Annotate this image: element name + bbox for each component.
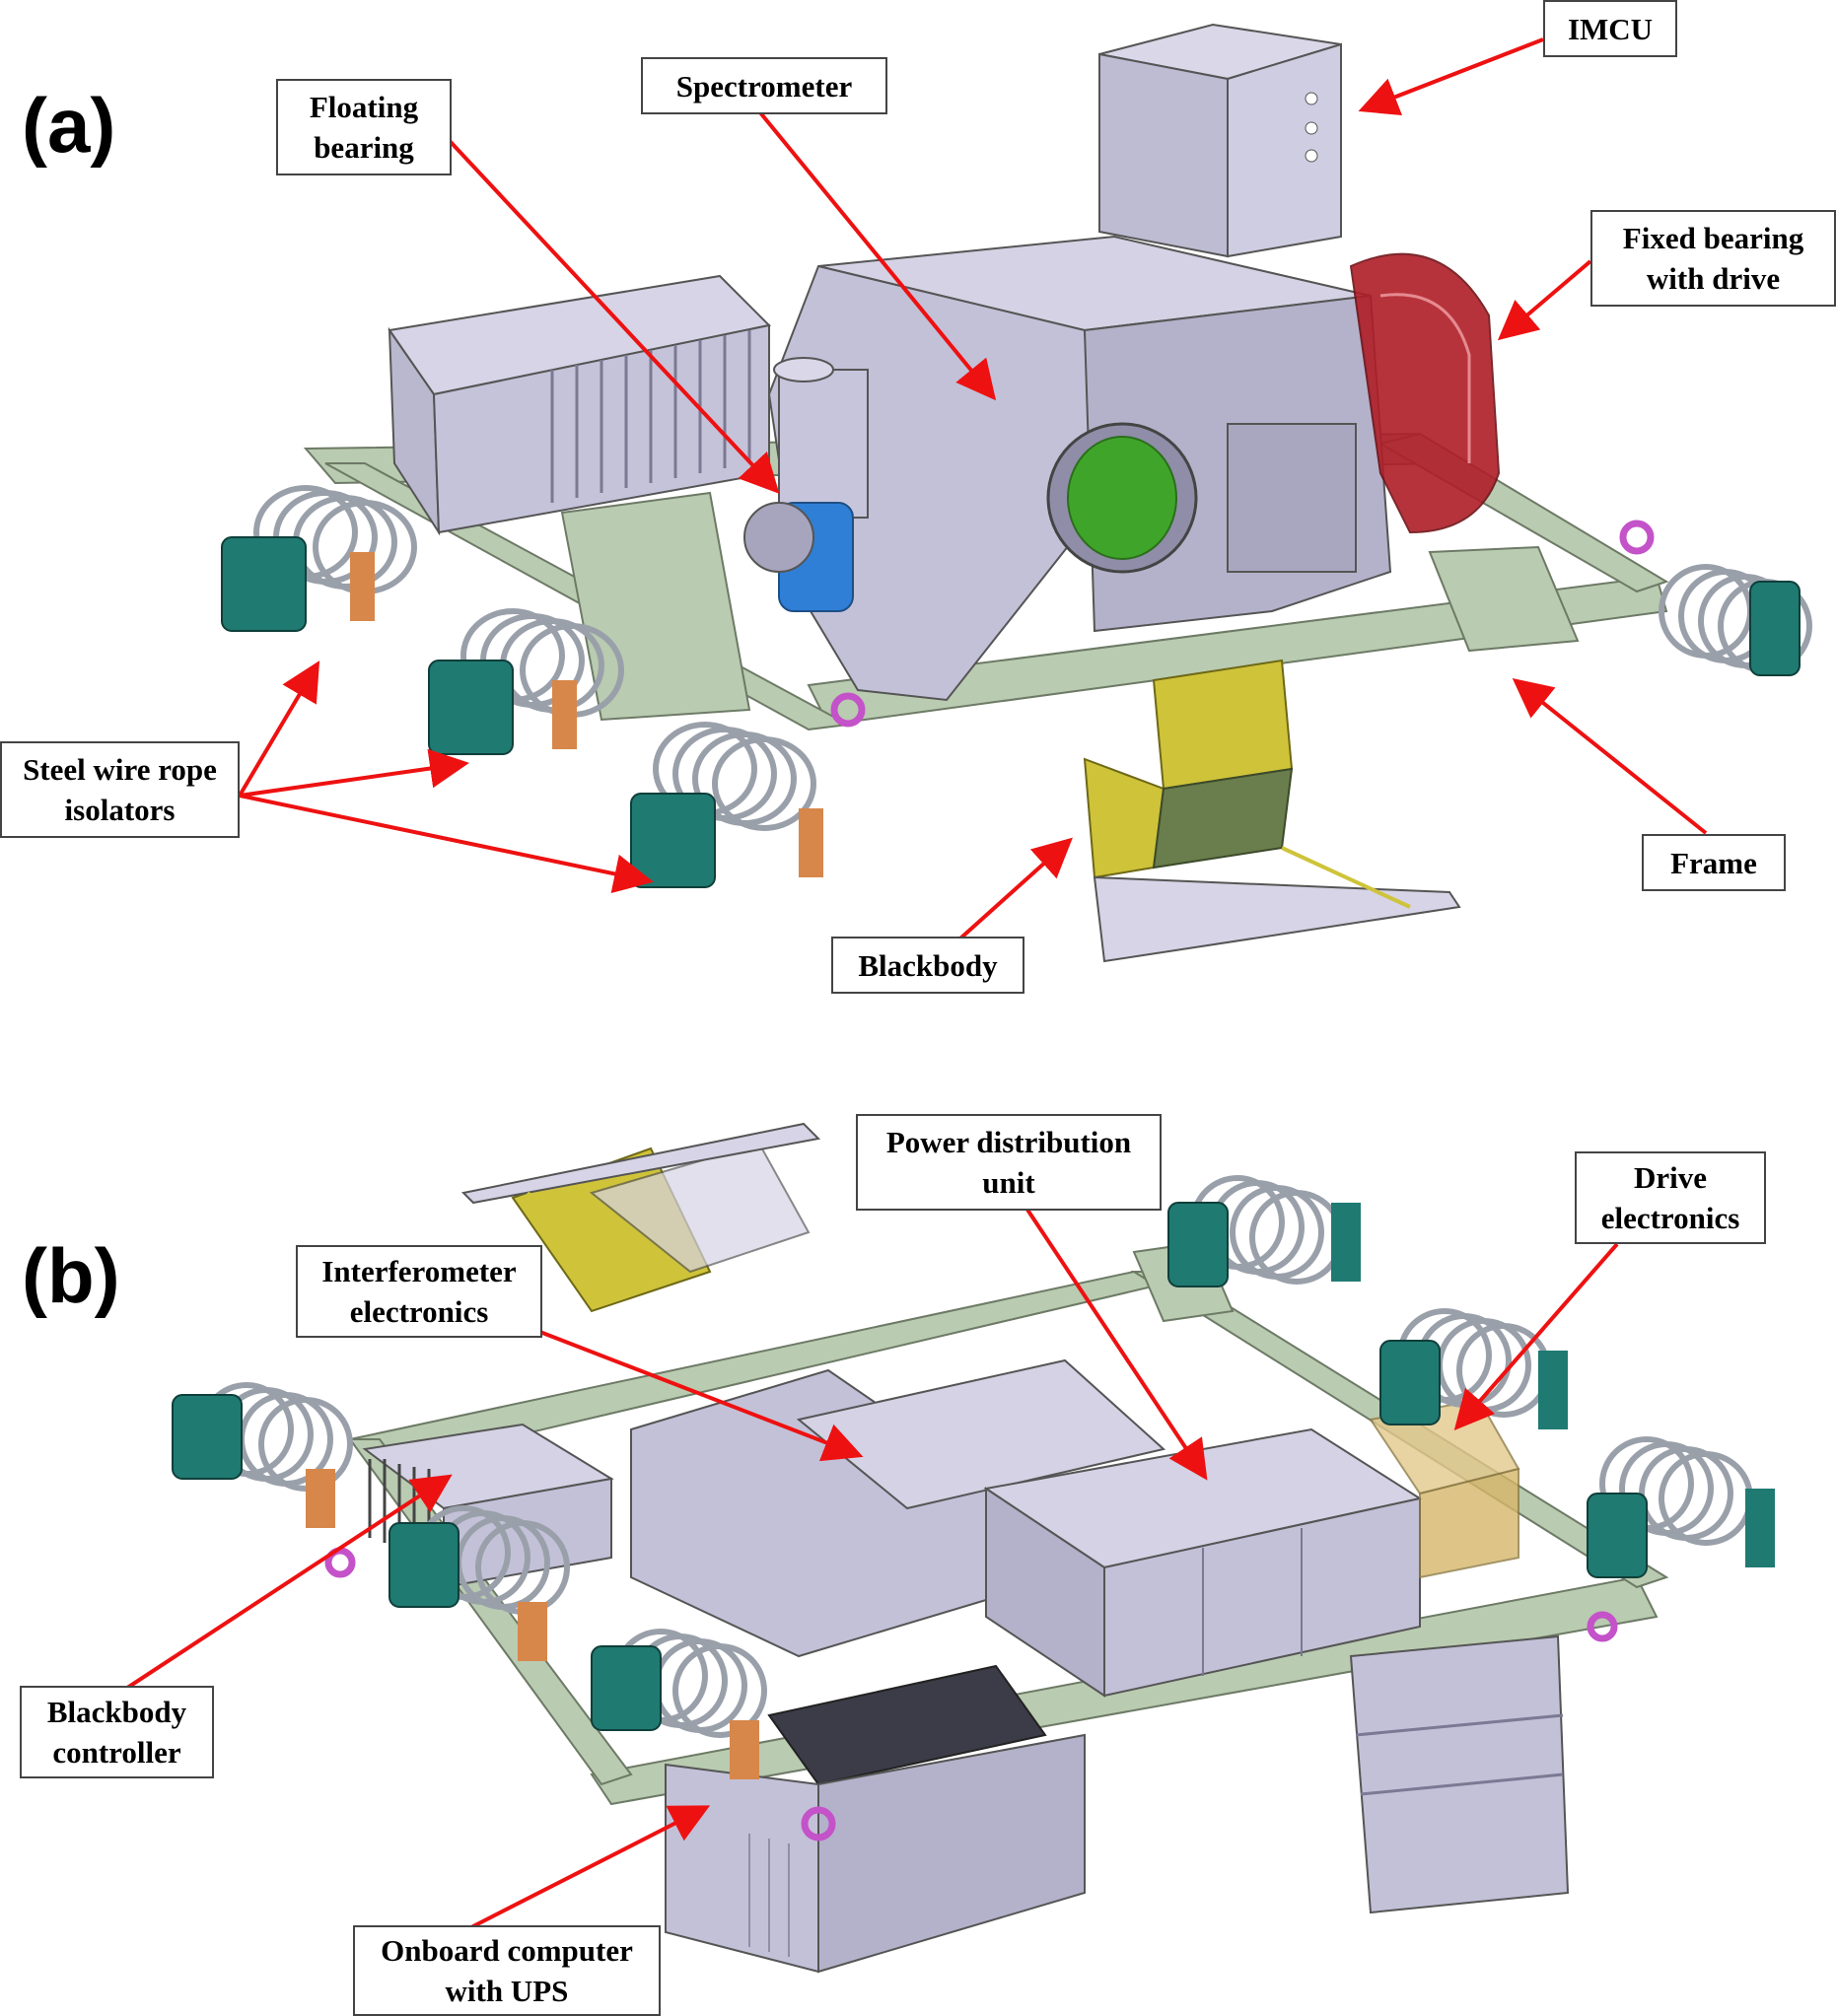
arrow-interferometer: [536, 1329, 864, 1462]
arrow-frame: [1512, 678, 1708, 835]
panel-b-drawing: [172, 1122, 1775, 1974]
arrow-blackbody-controller: [113, 1474, 453, 1698]
arrow-power-distribution: [1024, 1205, 1208, 1481]
onboard-computer-box: [665, 1664, 1086, 1974]
label-drive-electronics: Drive electronics: [1575, 1151, 1766, 1244]
arrow-spectrometer: [757, 109, 997, 401]
isolator-b-6: [1587, 1436, 1775, 1578]
label-interferometer-electronics: Interferometer electronics: [296, 1245, 542, 1338]
eyebolt-b2: [324, 1547, 356, 1578]
blackbody-a: [1083, 659, 1461, 963]
isolator-b-4: [1167, 1175, 1361, 1287]
arrow-floating-bearing: [448, 139, 780, 494]
arrow-onboard-computer: [470, 1805, 711, 1929]
arrow-drive-electronics: [1453, 1242, 1619, 1431]
label-isolators: Steel wire rope isolators: [0, 741, 240, 838]
label-imcu: IMCU: [1543, 0, 1677, 57]
arrow-isolator-2: [239, 748, 469, 798]
label-power-distribution: Power distribution unit: [856, 1114, 1162, 1211]
eyebolt-b3: [1587, 1611, 1618, 1642]
arrow-isolator-3: [239, 794, 654, 894]
isolator-a-1: [221, 485, 417, 632]
arrow-imcu: [1358, 37, 1544, 116]
spectrometer-housing: [767, 235, 1392, 702]
label-blackbody-controller: Blackbody controller: [20, 1686, 214, 1778]
blackbody-b: [460, 1122, 821, 1313]
power-distribution-box: [983, 1427, 1423, 1698]
label-onboard-computer: Onboard computer with UPS: [353, 1925, 661, 2016]
eyebolt-b1: [801, 1806, 836, 1842]
electronics-box-a: [388, 274, 772, 536]
isolator-b-2: [388, 1505, 570, 1661]
panel-letter-a: (a): [22, 82, 116, 169]
isolator-a-2: [428, 608, 624, 755]
isolator-a-4: [1659, 564, 1812, 676]
imcu-box: [1098, 23, 1342, 258]
isolator-b-3: [591, 1629, 767, 1779]
label-spectrometer: Spectrometer: [641, 57, 887, 114]
callout-arrows: [113, 37, 1708, 1929]
label-frame: Frame: [1642, 834, 1786, 891]
label-fixed-bearing: Fixed bearing with drive: [1590, 210, 1836, 307]
arrow-blackbody: [950, 837, 1073, 948]
arrow-fixed-bearing: [1497, 259, 1592, 341]
isolator-a-3: [630, 722, 823, 888]
fixed-bearing-drive: [1349, 252, 1501, 534]
label-blackbody: Blackbody: [831, 937, 1024, 994]
isolator-b-1: [172, 1382, 353, 1528]
eyebolt-a2: [1619, 520, 1655, 555]
panel-letter-b: (b): [22, 1232, 120, 1319]
spectrometer-housing-b: [630, 1358, 1166, 1658]
label-floating-bearing: Floating bearing: [276, 79, 452, 175]
eyebolt-a1: [830, 692, 866, 728]
imcu-box-b: [1349, 1634, 1570, 1914]
floating-bearing: [743, 357, 869, 612]
panel-a-drawing: [221, 23, 1812, 963]
arrow-isolator-1: [238, 660, 320, 798]
